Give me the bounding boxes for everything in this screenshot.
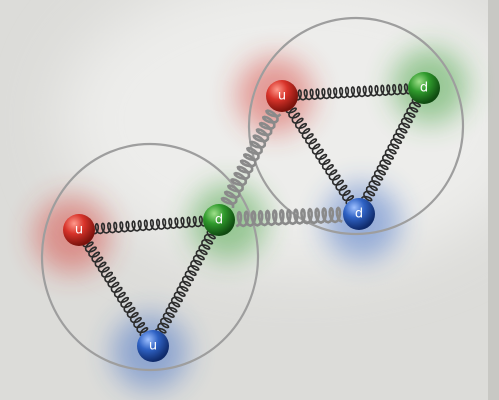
- quark-sphere: [63, 214, 95, 246]
- gluon-spring: [93, 215, 205, 235]
- quark-sphere: [408, 72, 440, 104]
- neutron-ring: [247, 16, 465, 236]
- quark-label: d: [420, 81, 428, 96]
- quark-sphere: [343, 198, 375, 230]
- right-edge-shadow: [488, 0, 499, 400]
- quark-sphere: [266, 80, 298, 112]
- quark-label: u: [149, 339, 157, 354]
- gluon-spring: [220, 109, 282, 209]
- quark-label: d: [355, 207, 363, 222]
- gluon-springs: [82, 83, 421, 337]
- proton-quark-up-blue: u: [137, 330, 169, 362]
- proton-quark-down-green: d: [203, 204, 235, 236]
- gluon-spring: [297, 83, 410, 101]
- neutron-quark-down-blue: d: [343, 198, 375, 230]
- gluon-spring: [285, 107, 355, 205]
- proton-ring: [40, 142, 260, 372]
- quark-label: d: [215, 213, 223, 228]
- neutron: u d d: [266, 72, 440, 230]
- quark-label: u: [278, 89, 286, 104]
- neutron-quark-up-red: u: [266, 80, 298, 112]
- quark-sphere: [137, 330, 169, 362]
- proton-quark-up-red: u: [63, 214, 95, 246]
- quark-label: u: [75, 223, 83, 238]
- quark-sphere: [203, 204, 235, 236]
- neutron-quark-down-green: d: [408, 72, 440, 104]
- gluon-spring: [360, 98, 421, 202]
- proton: u d u: [63, 204, 235, 362]
- gluon-spring: [82, 241, 149, 337]
- gluon-spring: [235, 206, 343, 228]
- gluon-spring: [154, 230, 216, 334]
